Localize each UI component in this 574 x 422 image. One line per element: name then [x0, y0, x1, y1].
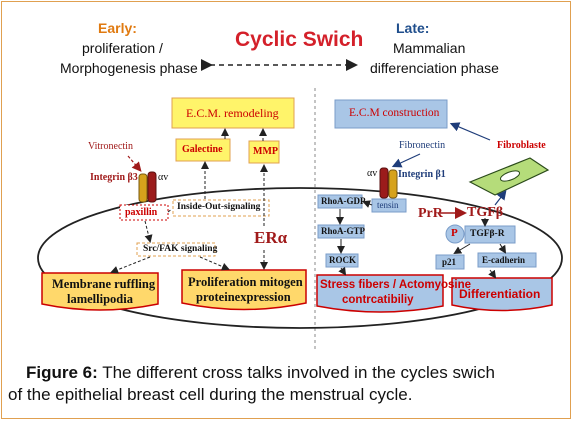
rhoa-gtp-label: RhoA-GTP [321, 226, 366, 236]
late-head: Late: [396, 20, 430, 36]
arrow-vitronectin [127, 155, 142, 172]
late-line1: Mammalian [393, 40, 466, 56]
src-fak-box [136, 242, 216, 257]
inside-out-box [172, 199, 270, 217]
prolif-line2: proteinexpression [196, 290, 291, 304]
arrow-src-membrane [110, 256, 151, 274]
figure-caption: Figure 6: The different cross talks invo… [8, 362, 568, 406]
integrin-b3-label: Integrin β3 [90, 172, 138, 183]
ecm-remodeling-label: E.C.M. remodeling [186, 106, 279, 120]
ecm-construction-box [334, 99, 448, 129]
tgfbr-label: TGFβ-R [470, 229, 505, 239]
av-right-label: αv [367, 168, 378, 179]
integrin-b1-label: Integrin β1 [398, 169, 446, 180]
arrow-r-p21 [453, 243, 471, 255]
ecm-construction-label: E.C.M construction [349, 107, 440, 119]
arrow-src-prolif [199, 256, 230, 271]
arrow-to-diff [488, 269, 497, 279]
membrane-line1: Membrane ruffling [52, 277, 156, 291]
diff-label: Differentiation [459, 287, 541, 301]
arrow-tgfb-fibroblaste [494, 190, 507, 206]
av-left-label: αv [158, 172, 169, 183]
integrin-b3-shape [138, 173, 148, 203]
arrow-paxillin-insideout [167, 208, 173, 213]
diagram-title: Cyclic Swich [235, 28, 364, 51]
p-label: P [451, 227, 458, 239]
tgfb-label: TGFβ [467, 205, 504, 220]
galectine-label: Galectine [182, 144, 223, 155]
ecad-label: E-cadherin [482, 255, 526, 265]
fibronectin-label: Fibronectin [399, 140, 446, 151]
arrow-fibroblaste-ecm [449, 122, 491, 141]
mmp-box [248, 140, 280, 164]
integrin-av-shape [147, 171, 157, 203]
membrane-line2: lamellipodia [67, 292, 133, 306]
arrow-rock-stress [338, 266, 347, 276]
era-label: ERα [254, 228, 288, 247]
membrane-box [41, 272, 159, 311]
paxillin-box [119, 204, 169, 221]
early-line1: proliferation / [82, 40, 163, 56]
p-marker [445, 224, 465, 244]
paxillin-label: paxillin [125, 207, 158, 218]
src-fak-label: Src/FAK signaling [143, 244, 218, 254]
early-line2: Morphogenesis phase [60, 60, 198, 76]
integrin-b1-shape [388, 169, 398, 199]
rhoa-gdp-label: RhoA-GDP [321, 196, 366, 206]
early-head: Early: [98, 20, 137, 36]
diff-box [451, 277, 553, 312]
tensin-label: tensin [377, 200, 399, 210]
stress-line2: contrcatibiliy [342, 294, 414, 306]
rhoa-gtp-box [317, 224, 365, 239]
caption-text: The different cross talks involved in th… [97, 363, 495, 382]
arrow-r-ecad [498, 243, 507, 254]
rock-label: ROCK [329, 255, 356, 265]
ecad-box [477, 252, 537, 268]
integrin-b1-av-shape [379, 167, 389, 199]
prolif-line1: Proliferation mitogen [188, 275, 303, 289]
p21-box [435, 254, 465, 270]
arrow-paxillin-src [144, 220, 153, 243]
vitronectin-label: Vitronectin [88, 141, 133, 152]
mmp-label: MMP [253, 146, 278, 157]
prolif-box [181, 269, 307, 311]
prr-label: PrR [418, 206, 443, 221]
caption-line2: of the epithelial breast cell during the… [8, 385, 413, 404]
inside-out-label: Inside-Out-signaling [177, 202, 261, 212]
ecm-remodeling-box [171, 97, 295, 129]
tensin-box [371, 198, 407, 213]
late-line2: differenciation phase [370, 60, 499, 76]
tgfbr-box [464, 225, 516, 244]
fibroblaste-nucleus [500, 170, 520, 182]
arrow-tensin-gdp [362, 200, 373, 208]
rhoa-gdp-box [317, 194, 363, 209]
stress-box [316, 274, 444, 313]
cell-ellipse [37, 187, 563, 329]
arrow-fibronectin [391, 153, 421, 168]
stress-line1: Stress fibers / Actomyosine [320, 279, 472, 291]
caption-label: Figure 6: [26, 363, 98, 382]
p21-label: p21 [442, 257, 457, 267]
fibroblaste-label: Fibroblaste [497, 140, 546, 151]
